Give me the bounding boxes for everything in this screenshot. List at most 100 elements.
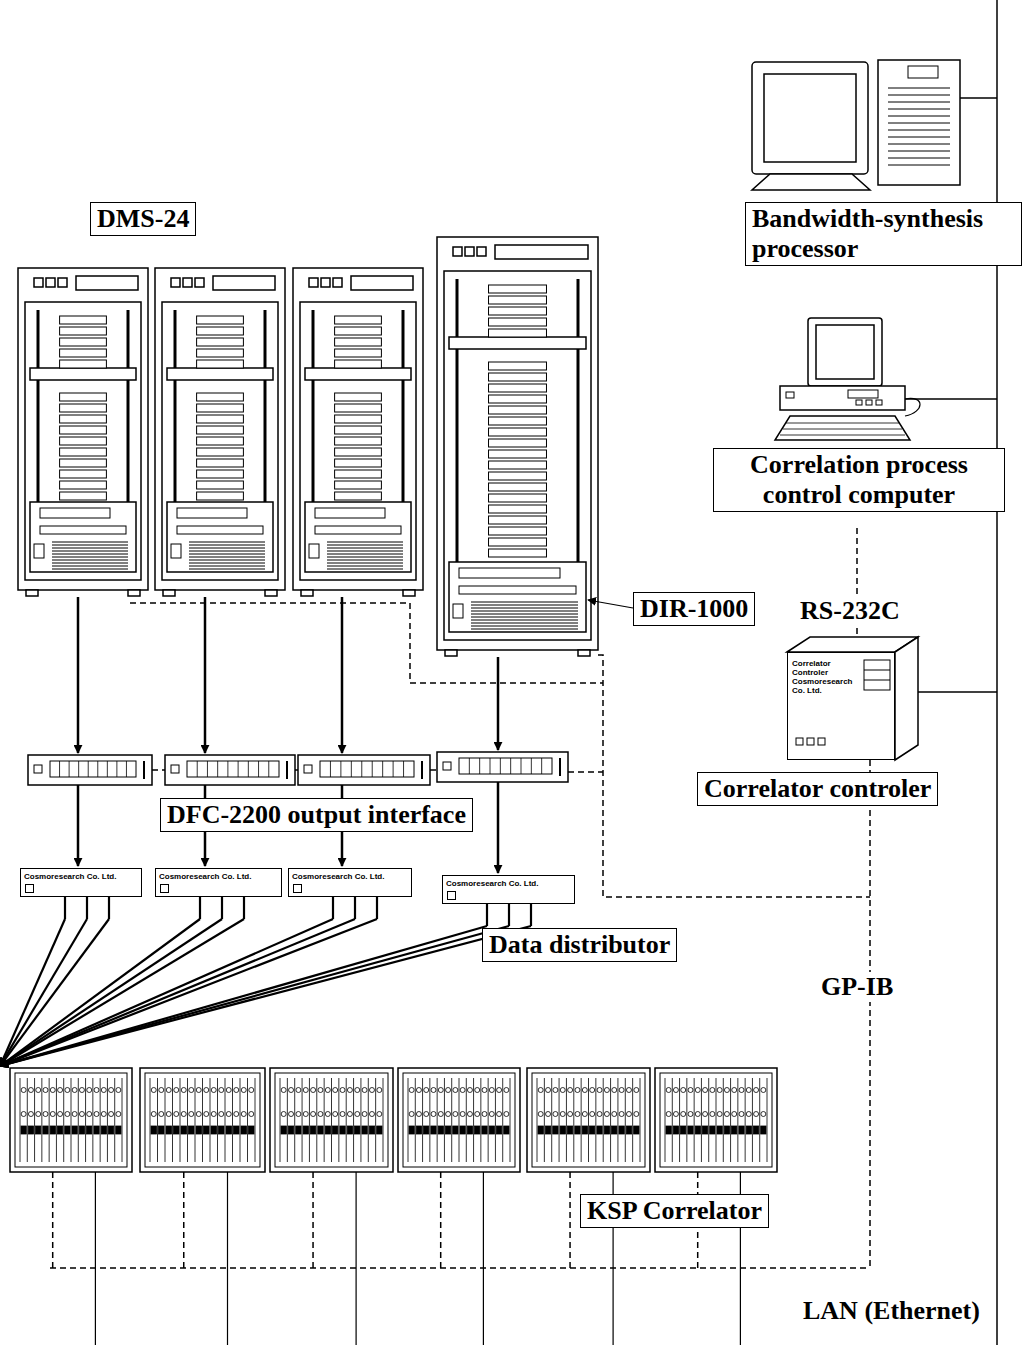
label-box: Bandwidth-synthesis processor (745, 202, 1022, 266)
bus-label: RS-232C (797, 596, 903, 626)
rack-slat (489, 362, 547, 370)
board (309, 1078, 310, 1162)
board (346, 1078, 347, 1162)
board-lamp (159, 1112, 164, 1117)
board (280, 1078, 281, 1162)
board-lamp (453, 1088, 458, 1093)
node-text: Correlator controler (704, 774, 931, 804)
board-lamp (333, 1088, 338, 1093)
board (429, 1078, 430, 1162)
node-text: Correlator Controler Cosmoresearch Co. L… (792, 659, 856, 695)
board (502, 1078, 503, 1162)
board (338, 1078, 339, 1162)
board-lamp (241, 1112, 246, 1117)
rack-slat (489, 285, 547, 293)
board (573, 1078, 574, 1162)
switch (293, 884, 302, 893)
dfc-unit (437, 752, 568, 782)
board-lamp (174, 1088, 179, 1093)
data-line (108, 897, 110, 919)
drive (786, 392, 794, 398)
grille (327, 566, 403, 567)
board (510, 1078, 511, 1162)
gpib-line (410, 603, 603, 683)
grille (327, 551, 403, 552)
data-line (508, 904, 510, 926)
board-lamp (234, 1112, 239, 1117)
handle (286, 761, 288, 779)
rack-slat (60, 327, 107, 335)
dfc-slot (500, 758, 501, 774)
node-text: Bandwidth-synthesis processor (752, 204, 1015, 264)
board-latch (318, 1126, 323, 1134)
board-lamp (560, 1088, 565, 1093)
grille (52, 542, 128, 543)
board-lamp (717, 1088, 722, 1093)
rack-slat (489, 406, 547, 414)
board-lamp (761, 1112, 766, 1117)
board-lamp (174, 1112, 179, 1117)
board-lamp (504, 1088, 509, 1093)
data-arrow (0, 919, 244, 1066)
gpib-line (440, 1172, 442, 1268)
board-latch (159, 1126, 165, 1134)
board-latch (761, 1126, 766, 1134)
board (480, 1078, 481, 1162)
board (632, 1078, 633, 1162)
rack-slat (197, 316, 244, 324)
board (56, 1078, 57, 1162)
board (617, 1078, 618, 1162)
board-lamp (249, 1088, 254, 1093)
data-arrow (77, 597, 80, 753)
data-arrow (497, 782, 500, 873)
ksp-correlator (10, 1068, 132, 1172)
rack-slat (197, 404, 244, 412)
ksp-correlator (398, 1068, 520, 1172)
dfc-unit (28, 755, 152, 785)
gpib-line (152, 769, 165, 771)
board-latch (79, 1126, 84, 1134)
board-latch (567, 1126, 572, 1134)
board (114, 1078, 115, 1162)
board-lamp (409, 1112, 414, 1117)
board (202, 1078, 203, 1162)
board-latch (181, 1126, 187, 1134)
board (588, 1078, 589, 1162)
board (723, 1078, 724, 1162)
key-row (786, 423, 899, 424)
rack-slat (197, 393, 244, 401)
rack-slat (60, 492, 107, 500)
board-lamp (489, 1112, 494, 1117)
board-lamp (739, 1088, 744, 1093)
rack-rail (264, 310, 267, 520)
board (172, 1078, 173, 1162)
board-lamp (318, 1112, 323, 1117)
rack-slat (489, 307, 547, 315)
board (759, 1078, 760, 1162)
switch (171, 544, 181, 558)
dfc-slot (479, 758, 480, 774)
gpib-line (52, 1172, 54, 1268)
board-lamp (43, 1112, 48, 1117)
rack-slat (197, 338, 244, 346)
board (180, 1078, 181, 1162)
switch (304, 765, 312, 773)
board-lamp (377, 1088, 382, 1093)
switch (309, 544, 319, 558)
board (187, 1078, 188, 1162)
board-latch (538, 1126, 543, 1134)
board (444, 1078, 445, 1162)
rack-cabinet (18, 268, 148, 590)
board-latch (87, 1126, 92, 1134)
grille (52, 545, 128, 546)
dfc-slot (248, 761, 249, 777)
dfc-panel (50, 761, 136, 777)
dfc-slot (268, 761, 269, 777)
keyboard (775, 416, 910, 440)
board-latch (65, 1126, 70, 1134)
grille (52, 566, 128, 567)
grille (189, 557, 265, 558)
board (255, 1078, 256, 1162)
board-lamp (369, 1088, 374, 1093)
rack-slat (335, 448, 382, 456)
